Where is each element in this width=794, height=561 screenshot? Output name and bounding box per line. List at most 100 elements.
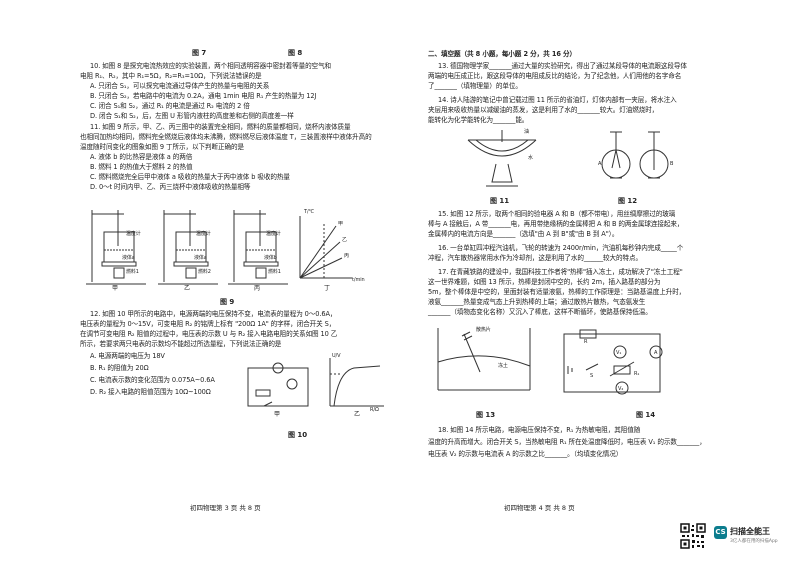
graph-line-jia <box>299 225 337 279</box>
right-page: 二、填空题（共 8 小题，每小题 2 分，共 16 分） 13. 德国物理学家_… <box>428 0 728 561</box>
heat-rod-drawing <box>437 328 531 391</box>
q13-line: 两端的电压成正比，跟这段导体的电阻成反比的结论，为了纪念他，人们用他的名字命名 <box>428 72 682 80</box>
q17-line: 5m，整个棒体是中空的，里面封装有适量液氨，热棒的工作原理是：当路基温度上升时， <box>428 288 686 296</box>
q17-line: 17. 在青藏铁路的建设中，我国科技工作者将"热棒"插入冻土，成功解决了"冻土工… <box>438 268 683 276</box>
apparatus-jia <box>86 210 146 285</box>
fig9-sub-label: 丁 <box>324 285 330 292</box>
q13-line: 了_______（填物理量）的单位。 <box>428 82 522 90</box>
fig10-xlabel: R/Ω <box>370 407 379 413</box>
fig12-caption: 图 12 <box>618 197 638 205</box>
fig10-sub-label: 甲 <box>274 411 280 418</box>
fig13-label-fins: 散热片 <box>476 327 491 333</box>
fig9-sub-label: 甲 <box>112 285 118 292</box>
oil-lamp-drawing <box>467 130 537 187</box>
q11-option-b: B. 燃料 1 的热值大于燃料 2 的热值 <box>90 163 193 171</box>
fig13-label-permafrost: 冻土 <box>498 363 508 369</box>
fig14-label-s: S <box>590 373 594 379</box>
q15-line: 15. 如图 12 所示，取两个相同的验电器 A 和 B（都不带电），用丝绸摩擦… <box>438 210 676 218</box>
q13-line: 13. 德国物理学家_______通过大量的实验研究，得出了通过某段导体的电流跟… <box>438 62 687 70</box>
camscanner-title: 扫描全能王 <box>730 527 770 536</box>
fig9-label-fuel-1: 燃料1 <box>126 269 139 275</box>
fig14-label-r1: R₁ <box>634 371 640 377</box>
fig9-label-thermometer: 温度计 <box>196 231 211 237</box>
fig9-label-liquid-b: 液体b <box>264 255 277 261</box>
graph-line-bing <box>299 257 343 279</box>
q16-line: 冲程，汽车散热器常用水作为冷却剂，这是利用了水的______较大的特点。 <box>428 254 642 262</box>
q18-line: 18. 如图 14 所示电路，电源电压保持不变，R₁ 为热敏电阻，其阻值随 <box>438 426 641 434</box>
fig14-label-a: A <box>654 350 658 356</box>
fig11-label-water: 水 <box>528 155 533 161</box>
q12-option-d: D. R₂ 接入电路的阻值范围为 10Ω~100Ω <box>90 388 211 396</box>
electroscopes-drawing <box>601 131 669 179</box>
q12-line: 12. 如图 10 甲所示的电路中，电源两端的电压保持不变，电流表的量程为 0～… <box>90 310 337 318</box>
q11-line: 也相同加热均相同，燃料完全燃烧后液体均未沸腾，燃料燃尽后液体温度 T，三装置液样… <box>80 133 372 141</box>
fig9-label-fuel-2: 燃料2 <box>198 269 211 275</box>
q18-line: 温度的升高而增大。闭合开关 S，当热敏电阻 R₁ 所在处温度降低时，电压表 V₁… <box>428 438 706 446</box>
q14-line: 14. 诗人陆游的笔记中曾记载过图 11 所示的省油灯，灯体内部有一夹层，将水注… <box>438 96 677 104</box>
q11-line: 11. 如图 9 所示，甲、乙、丙三图中的装置完全相同，燃料的质量都相同，烧杯内… <box>90 123 351 131</box>
fig9-graph-line-label: 甲 <box>338 221 343 227</box>
fig14-label-v2: V₂ <box>618 386 624 392</box>
q16-line: 16. 一台单缸四冲程汽油机，飞轮的转速为 2400r/min，汽油机每秒钟内完… <box>438 244 684 252</box>
q10-option-c: C. 闭合 S₁和 S₂，通过 R₁ 的电流是通过 R₂ 电流的 2 倍 <box>90 102 250 110</box>
figure-14: R V₁ A S R₁ V₂ <box>556 326 668 400</box>
qr-code-image <box>680 523 706 549</box>
q10-option-b: B. 只闭合 S₂，若电路中的电流为 0.2A，通电 1min 电阻 R₁ 产生… <box>90 92 317 100</box>
fig14-label-r: R <box>584 339 588 345</box>
qr-pattern <box>680 523 706 549</box>
fig10-caption: 图 10 <box>288 431 308 439</box>
figure-10-drawing <box>247 358 384 407</box>
figure-11: 油 水 <box>462 128 542 194</box>
q12-line: 电压表的量程为 0～15V，可变电阻 R₂ 的铭牌上标有 "200Ω 1A" 的… <box>80 320 336 328</box>
q17-line: _______（填物态变化名称）又沉入了棒底，这样不断循环，使路基保持低温。 <box>428 308 652 316</box>
fig12-label-a: A <box>598 161 602 167</box>
circuit-drawing <box>563 329 663 395</box>
left-page: 图 7 图 8 10. 如图 8 是探究电流热效应的实验装置，两个相同透明容器中… <box>80 0 410 561</box>
fig8-caption: 图 8 <box>288 49 303 57</box>
q12-line: 在调节可变电阻 R₂ 阻值的过程中，电压表的示数 U 与 R₂ 接入电路电阻的关… <box>80 330 338 338</box>
fig9-caption: 图 9 <box>220 298 235 306</box>
section-title: 二、填空题（共 8 小题，每小题 2 分，共 16 分） <box>428 50 577 58</box>
fig11-label-oil: 油 <box>524 129 529 135</box>
fig9-graph-ylabel: T/℃ <box>304 209 315 215</box>
right-page-footer: 初四物理第 4 页 共 8 页 <box>504 504 575 512</box>
fig10-ylabel: U/V <box>332 353 341 359</box>
fig7-caption: 图 7 <box>192 49 207 57</box>
voltage-resistance-graph <box>329 358 384 407</box>
q10-option-a: A. 只闭合 S₁，可以探究电流通过导体产生的热量与电阻的关系 <box>90 82 270 90</box>
q11-option-d: D. 0～t 时间内甲、乙、丙三烧杯中液体吸收的热量相等 <box>90 183 251 191</box>
apparatus-bing <box>228 210 288 285</box>
q14-line: 夹层用来吸收热量以减缓油的蒸发，这是利用了水的_______较大。灯油燃烧时， <box>428 106 659 114</box>
q12-line: 所示，若要求两只电表的示数均不能超过所选量程，下列说法正确的是 <box>80 340 282 348</box>
fig9-graph-line-label: 乙 <box>342 237 347 243</box>
q18-line: 电压表 V₂ 的示数与电流表 A 的示数之比_______。（均填变化情况） <box>428 450 623 458</box>
graph-line-yi <box>299 241 341 279</box>
figure-12: A B <box>596 128 676 194</box>
fig9-sub-label: 乙 <box>184 285 190 292</box>
figure-9: 温度计 液体a 燃料1 温度计 液体a 燃料2 温度计 液体b 燃料1 T/℃ … <box>84 206 414 292</box>
q11-line: 温度随时间变化的图象如图 9 丁所示，以下判断正确的是 <box>80 143 244 151</box>
fig11-caption: 图 11 <box>490 197 510 205</box>
fig9-graph-xlabel: t/min <box>352 277 365 283</box>
left-page-footer: 初四物理第 3 页 共 8 页 <box>190 504 261 512</box>
q10-option-d: D. 闭合 S₁和 S₂，后，左图 U 形管内液柱的高度差和右侧的高度差一样 <box>90 112 294 120</box>
fig12-label-b: B <box>670 161 674 167</box>
fig9-label-liquid-a: 液体a <box>122 255 135 261</box>
camscanner-logo-icon: CS <box>714 526 727 539</box>
fig9-label-thermometer: 温度计 <box>126 231 141 237</box>
q14-line: 能转化为化学能转化为_______能。 <box>428 116 529 124</box>
q17-line: 液氨_______热量变成气态上升到热棒的上端；通过散热片散热，气态氨发生 <box>428 298 646 306</box>
circuit-jia <box>247 362 309 407</box>
q10-line: 电阻 R₁、R₂，其中 R₁=5Ω，R₂=R₃=10Ω，下列说法错误的是 <box>80 72 262 80</box>
figure-10: U/V R/Ω 甲 乙 <box>242 353 392 420</box>
fig9-graph-line-label: 丙 <box>344 253 349 259</box>
camscanner-subtitle: 3亿人都在用的扫描App <box>730 539 778 544</box>
temperature-time-graph <box>299 216 352 279</box>
q15-line: 棒与 A 接触后，A 带_______电，再用带绝缘柄的金属棒把 A 和 B 的… <box>428 220 684 228</box>
fig13-caption: 图 13 <box>476 411 496 419</box>
fig10-sub-label: 乙 <box>354 411 360 418</box>
q11-option-a: A. 液体 b 的比热容是液体 a 的两倍 <box>90 153 193 161</box>
q12-option-c: C. 电流表示数的变化范围为 0.075A~0.6A <box>90 376 215 384</box>
q11-option-c: C. 燃料燃烧完全后甲中液体 a 吸收的热量大于丙中液体 b 吸收的热量 <box>90 173 290 181</box>
q15-line: 金属棒内的电流方向是_______（选填"由 A 到 B"或"由 B 到 A"）… <box>428 230 619 238</box>
